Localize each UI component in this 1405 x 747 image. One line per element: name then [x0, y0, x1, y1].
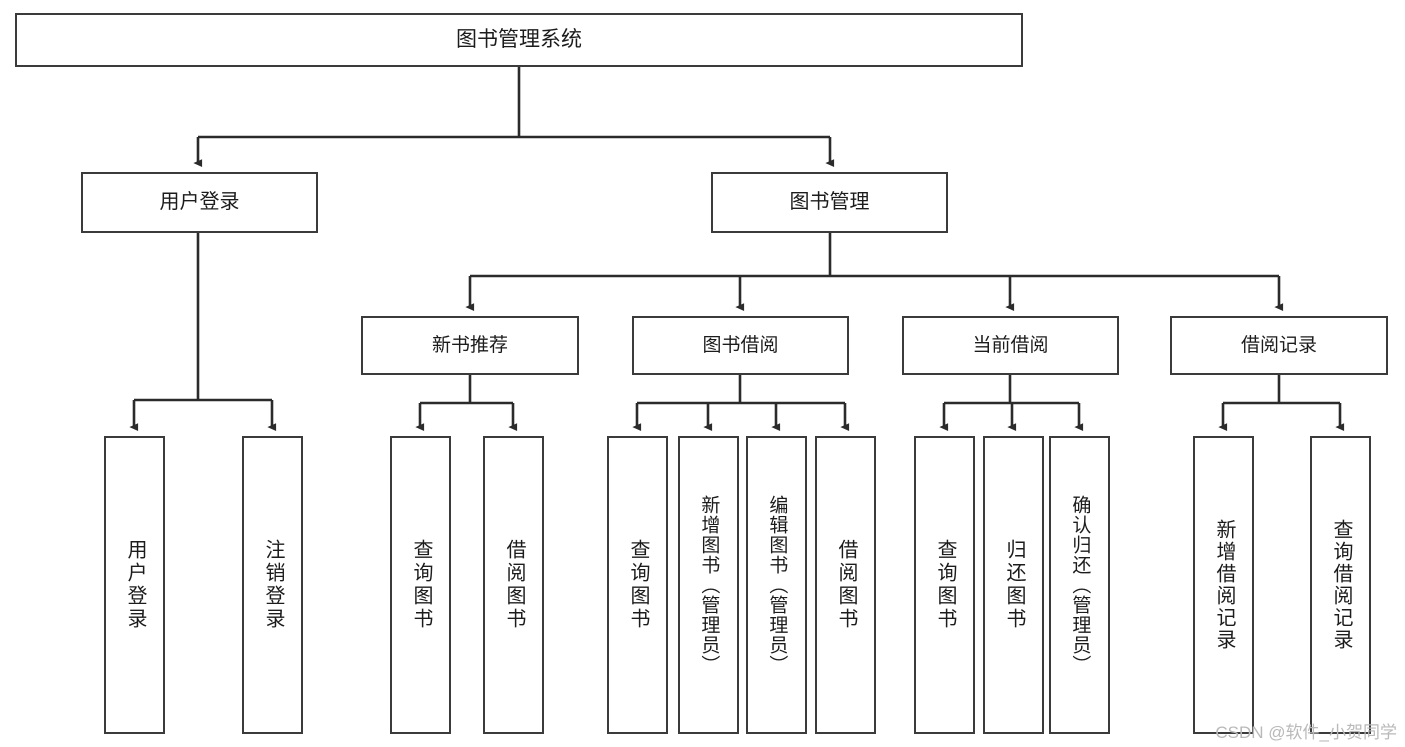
- node-leaf-user-login[interactable]: 用户登录: [104, 436, 165, 734]
- node-leaf-borrow-book-recommend[interactable]: 借阅图书: [483, 436, 544, 734]
- node-label: 注销登录: [262, 539, 284, 631]
- node-leaf-borrow-book[interactable]: 借阅图书: [815, 436, 876, 734]
- node-label: 归还图书: [1003, 539, 1025, 631]
- node-label: 查询借阅记录: [1330, 519, 1352, 651]
- node-current-borrow[interactable]: 当前借阅: [902, 316, 1119, 375]
- node-label: 查询图书: [410, 539, 432, 631]
- node-leaf-query-book-recommend[interactable]: 查询图书: [390, 436, 451, 734]
- node-label: 图书管理系统: [456, 27, 582, 51]
- node-borrow-record[interactable]: 借阅记录: [1170, 316, 1388, 375]
- node-label: 图书借阅: [702, 334, 779, 356]
- node-leaf-query-book-borrow[interactable]: 查询图书: [607, 436, 668, 734]
- node-label: 新增借阅记录: [1213, 519, 1235, 651]
- node-label: 确认归还（管理员）: [1069, 495, 1091, 675]
- node-label: 用户登录: [124, 539, 146, 631]
- node-label: 编辑图书（管理员）: [766, 495, 788, 675]
- node-user-login[interactable]: 用户登录: [81, 172, 318, 233]
- node-label: 借阅图书: [503, 539, 525, 631]
- node-leaf-query-book-current[interactable]: 查询图书: [914, 436, 975, 734]
- node-new-book-recommend[interactable]: 新书推荐: [361, 316, 579, 375]
- node-label: 查询图书: [627, 539, 649, 631]
- node-leaf-query-borrow-record[interactable]: 查询借阅记录: [1310, 436, 1371, 734]
- node-label: 用户登录: [159, 191, 240, 213]
- node-leaf-logout-login[interactable]: 注销登录: [242, 436, 303, 734]
- node-leaf-add-borrow-record[interactable]: 新增借阅记录: [1193, 436, 1254, 734]
- node-book-management-system[interactable]: 图书管理系统: [15, 13, 1023, 67]
- node-label: 当前借阅: [972, 334, 1049, 356]
- node-book-borrow[interactable]: 图书借阅: [632, 316, 849, 375]
- node-label: 借阅记录: [1240, 334, 1317, 356]
- node-book-management[interactable]: 图书管理: [711, 172, 948, 233]
- node-leaf-return-book[interactable]: 归还图书: [983, 436, 1044, 734]
- node-label: 借阅图书: [835, 539, 857, 631]
- node-label: 查询图书: [934, 539, 956, 631]
- node-label: 新书推荐: [431, 334, 508, 356]
- node-leaf-add-book[interactable]: 新增图书（管理员）: [678, 436, 739, 734]
- node-label: 图书管理: [789, 191, 870, 213]
- node-label: 新增图书（管理员）: [698, 495, 720, 675]
- node-leaf-edit-book[interactable]: 编辑图书（管理员）: [746, 436, 807, 734]
- node-leaf-confirm-return[interactable]: 确认归还（管理员）: [1049, 436, 1110, 734]
